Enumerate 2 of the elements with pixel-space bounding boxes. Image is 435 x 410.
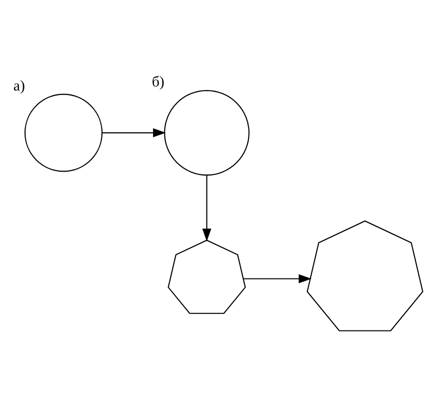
node-label: а) <box>12 78 24 94</box>
node-label: б) <box>151 74 164 90</box>
